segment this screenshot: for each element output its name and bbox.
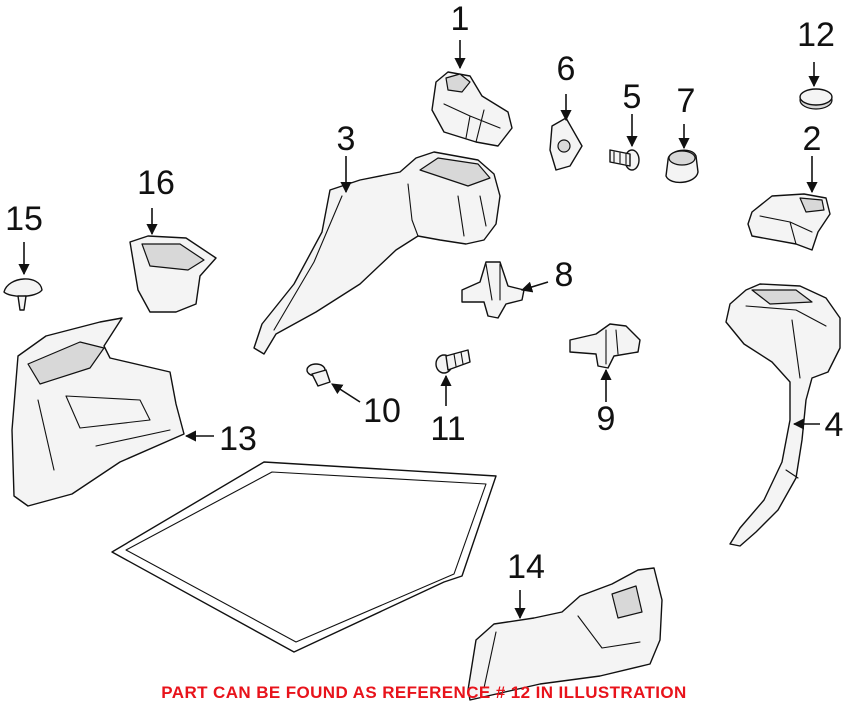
part-3-trim-panel[interactable] <box>253 151 501 355</box>
part-8-bracket[interactable] <box>461 261 525 319</box>
reference-footnote: PART CAN BE FOUND AS REFERENCE # 12 IN I… <box>161 683 686 702</box>
part-4-trim-panel[interactable] <box>725 283 841 547</box>
leader-8 <box>520 281 549 293</box>
part-14-lower-trim[interactable] <box>467 567 663 701</box>
part-12-plug[interactable] <box>799 88 833 110</box>
callout-8[interactable]: 8 <box>555 256 574 294</box>
part-2-bracket[interactable] <box>747 193 831 251</box>
part-6-clip-nut[interactable] <box>549 117 583 171</box>
callout-1[interactable]: 1 <box>451 0 470 38</box>
callout-6[interactable]: 6 <box>557 50 576 88</box>
callout-16[interactable]: 16 <box>137 164 175 202</box>
part-10-pin[interactable] <box>306 363 331 387</box>
part-13-side-trim[interactable] <box>11 317 185 507</box>
leader-10 <box>331 383 361 403</box>
callout-11[interactable]: 11 <box>430 410 465 448</box>
part-9-bracket[interactable] <box>569 323 641 369</box>
callout-12[interactable]: 12 <box>797 16 835 54</box>
leader-lines <box>18 40 820 620</box>
floor-mat-outline <box>111 461 497 653</box>
part-7-cap[interactable] <box>665 149 699 183</box>
part-15-push-clip[interactable] <box>3 278 43 311</box>
part-16-storage-box[interactable] <box>129 235 217 313</box>
callout-13[interactable]: 13 <box>219 420 257 458</box>
part-1-bracket[interactable] <box>431 71 513 147</box>
part-5-screw[interactable] <box>609 149 640 171</box>
callout-2[interactable]: 2 <box>803 120 822 158</box>
callout-15[interactable]: 15 <box>5 200 43 238</box>
callout-10[interactable]: 10 <box>363 392 401 430</box>
callout-labels: 1 2 3 4 5 6 7 8 9 10 11 12 13 14 15 16 <box>5 0 843 586</box>
callout-9[interactable]: 9 <box>597 400 616 438</box>
callout-7[interactable]: 7 <box>677 82 696 120</box>
callout-14[interactable]: 14 <box>507 548 545 586</box>
callout-5[interactable]: 5 <box>623 78 642 116</box>
part-11-screw[interactable] <box>435 349 471 374</box>
callout-4[interactable]: 4 <box>825 406 844 444</box>
callout-3[interactable]: 3 <box>337 120 356 158</box>
